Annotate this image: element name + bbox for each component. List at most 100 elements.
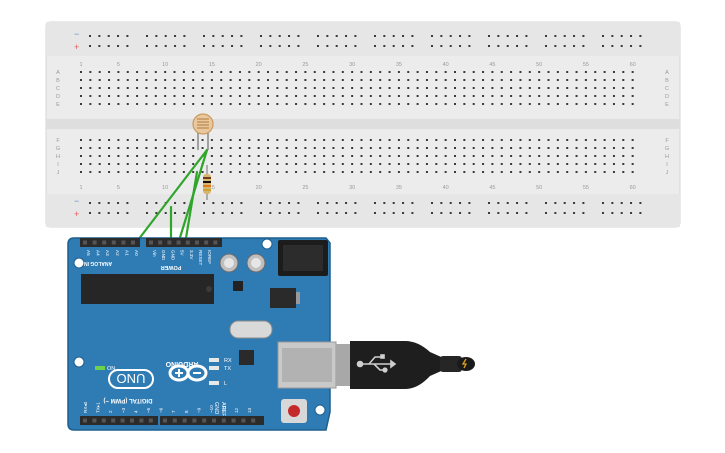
- breadboard-hole[interactable]: [182, 103, 185, 105]
- rail-hole[interactable]: [374, 202, 376, 204]
- breadboard-hole[interactable]: [182, 87, 185, 89]
- breadboard-hole[interactable]: [145, 79, 148, 81]
- breadboard-hole[interactable]: [435, 171, 438, 173]
- breadboard-hole[interactable]: [341, 171, 344, 173]
- breadboard-hole[interactable]: [584, 87, 587, 89]
- breadboard-hole[interactable]: [528, 103, 531, 105]
- breadboard-hole[interactable]: [267, 95, 269, 97]
- breadboard-hole[interactable]: [108, 171, 111, 173]
- rail-hole[interactable]: [573, 45, 576, 47]
- breadboard-hole[interactable]: [341, 71, 344, 73]
- rail-hole[interactable]: [449, 202, 452, 204]
- rail-hole[interactable]: [335, 212, 338, 214]
- breadboard-hole[interactable]: [238, 95, 241, 97]
- rail-hole[interactable]: [174, 202, 177, 204]
- rail-hole[interactable]: [582, 45, 585, 47]
- breadboard-hole[interactable]: [108, 139, 111, 141]
- breadboard-hole[interactable]: [257, 79, 260, 81]
- breadboard-hole[interactable]: [482, 103, 485, 105]
- breadboard-hole[interactable]: [210, 71, 213, 73]
- breadboard-hole[interactable]: [528, 147, 531, 149]
- breadboard-hole[interactable]: [313, 147, 316, 149]
- breadboard-hole[interactable]: [510, 171, 513, 173]
- rail-hole[interactable]: [146, 45, 148, 47]
- breadboard-hole[interactable]: [528, 171, 531, 173]
- breadboard-hole[interactable]: [556, 103, 559, 105]
- breadboard-hole[interactable]: [192, 155, 195, 157]
- breadboard-hole[interactable]: [622, 155, 625, 157]
- rail-hole[interactable]: [183, 212, 186, 214]
- header-pin[interactable]: [202, 418, 207, 423]
- rail-hole[interactable]: [497, 202, 500, 204]
- analog-header[interactable]: [80, 238, 140, 247]
- rail-hole[interactable]: [611, 45, 614, 47]
- rail-hole[interactable]: [212, 202, 215, 204]
- breadboard-hole[interactable]: [435, 139, 438, 141]
- rail-hole[interactable]: [326, 212, 329, 214]
- rail-hole[interactable]: [174, 35, 177, 37]
- breadboard-hole[interactable]: [164, 87, 167, 89]
- breadboard-hole[interactable]: [584, 139, 587, 141]
- breadboard-hole[interactable]: [126, 87, 129, 89]
- rail-hole[interactable]: [516, 35, 519, 37]
- breadboard-hole[interactable]: [108, 79, 111, 81]
- breadboard-hole[interactable]: [369, 171, 372, 173]
- breadboard-hole[interactable]: [267, 103, 269, 105]
- rail-hole[interactable]: [354, 35, 357, 37]
- breadboard-hole[interactable]: [304, 139, 307, 141]
- breadboard-hole[interactable]: [407, 103, 410, 105]
- breadboard-hole[interactable]: [538, 171, 541, 173]
- breadboard-hole[interactable]: [285, 71, 288, 73]
- breadboard-hole[interactable]: [388, 163, 391, 165]
- rail-hole[interactable]: [203, 212, 205, 214]
- breadboard-hole[interactable]: [547, 171, 550, 173]
- header-pin[interactable]: [120, 418, 125, 423]
- breadboard-hole[interactable]: [472, 171, 475, 173]
- breadboard-hole[interactable]: [238, 171, 241, 173]
- breadboard-hole[interactable]: [238, 147, 241, 149]
- breadboard-hole[interactable]: [472, 155, 475, 157]
- breadboard-hole[interactable]: [584, 95, 587, 97]
- breadboard-hole[interactable]: [435, 155, 438, 157]
- breadboard-hole[interactable]: [295, 171, 298, 173]
- breadboard-hole[interactable]: [332, 95, 335, 97]
- rail-hole[interactable]: [326, 35, 329, 37]
- rail-hole[interactable]: [335, 35, 338, 37]
- breadboard-hole[interactable]: [603, 147, 606, 149]
- rail-hole[interactable]: [516, 45, 519, 47]
- rail-hole[interactable]: [98, 212, 101, 214]
- breadboard-hole[interactable]: [622, 139, 625, 141]
- rail-hole[interactable]: [449, 35, 452, 37]
- rail-hole[interactable]: [126, 202, 129, 204]
- rail-hole[interactable]: [620, 35, 623, 37]
- breadboard-hole[interactable]: [313, 95, 316, 97]
- breadboard-hole[interactable]: [622, 71, 625, 73]
- breadboard-hole[interactable]: [276, 171, 279, 173]
- breadboard-hole[interactable]: [126, 139, 129, 141]
- breadboard-hole[interactable]: [89, 103, 92, 105]
- breadboard-hole[interactable]: [210, 95, 213, 97]
- rail-hole[interactable]: [221, 35, 224, 37]
- breadboard-hole[interactable]: [173, 87, 176, 89]
- header-pin[interactable]: [241, 418, 246, 423]
- header-pin[interactable]: [139, 418, 144, 423]
- breadboard-hole[interactable]: [622, 171, 625, 173]
- breadboard-hole[interactable]: [622, 87, 625, 89]
- breadboard-hole[interactable]: [612, 171, 615, 173]
- breadboard-hole[interactable]: [108, 103, 111, 105]
- breadboard-hole[interactable]: [510, 139, 513, 141]
- rail-hole[interactable]: [411, 35, 414, 37]
- rail-hole[interactable]: [231, 45, 234, 47]
- breadboard-hole[interactable]: [612, 155, 615, 157]
- breadboard-hole[interactable]: [304, 87, 307, 89]
- breadboard-hole[interactable]: [603, 87, 606, 89]
- rail-hole[interactable]: [278, 202, 281, 204]
- breadboard-hole[interactable]: [482, 139, 485, 141]
- rail-hole[interactable]: [602, 35, 604, 37]
- breadboard-hole[interactable]: [89, 163, 92, 165]
- breadboard-hole[interactable]: [145, 139, 148, 141]
- breadboard-hole[interactable]: [584, 163, 587, 165]
- breadboard-hole[interactable]: [201, 139, 204, 141]
- breadboard-hole[interactable]: [313, 155, 316, 157]
- breadboard-hole[interactable]: [257, 147, 260, 149]
